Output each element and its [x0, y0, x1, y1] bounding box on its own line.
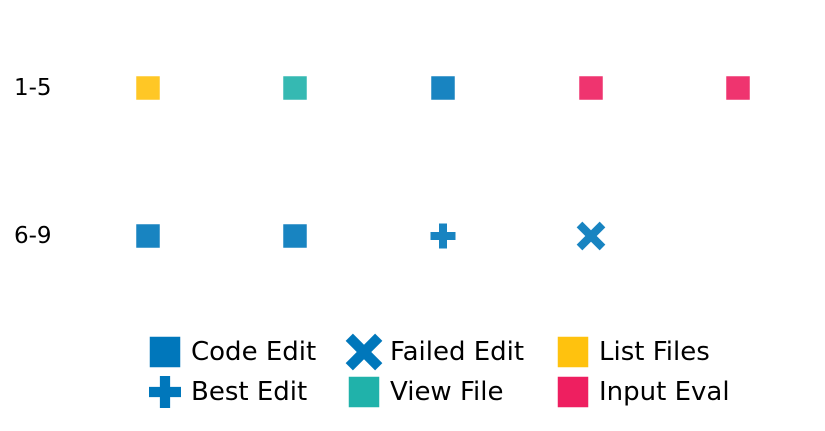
legend-label: View File — [390, 377, 503, 407]
marker-list-files — [134, 74, 162, 102]
row-label: 1-5 — [14, 75, 52, 101]
legend-marker-list-files — [556, 335, 590, 369]
legend-marker-view-file — [347, 375, 381, 409]
row-label: 6-9 — [14, 223, 52, 249]
marker-best-edit — [430, 223, 456, 249]
legend-marker-failed-edit — [345, 333, 383, 371]
legend-entry-failed-edit: Failed Edit — [345, 333, 524, 371]
legend-entry-input-eval: Input Eval — [556, 375, 730, 409]
legend-entry-list-files: List Files — [556, 335, 710, 369]
marker-view-file — [281, 74, 309, 102]
marker-failed-edit — [576, 221, 606, 251]
legend-marker-best-edit — [149, 376, 181, 408]
marker-code-edit — [429, 74, 457, 102]
legend-entry-best-edit: Best Edit — [149, 376, 307, 408]
legend-entry-code-edit: Code Edit — [148, 335, 316, 369]
legend-label: List Files — [599, 337, 710, 367]
legend-label: Failed Edit — [390, 337, 524, 367]
legend-marker-input-eval — [556, 375, 590, 409]
marker-code-edit — [134, 222, 162, 250]
legend-label: Input Eval — [599, 377, 730, 407]
marker-input-eval — [724, 74, 752, 102]
marker-code-edit — [281, 222, 309, 250]
legend-label: Best Edit — [191, 377, 307, 407]
markers — [134, 74, 752, 251]
marker-input-eval — [577, 74, 605, 102]
legend-label: Code Edit — [191, 337, 316, 367]
row-labels: 1-5 6-9 — [14, 75, 52, 249]
legend-marker-code-edit — [148, 335, 182, 369]
legend-entry-view-file: View File — [347, 375, 503, 409]
